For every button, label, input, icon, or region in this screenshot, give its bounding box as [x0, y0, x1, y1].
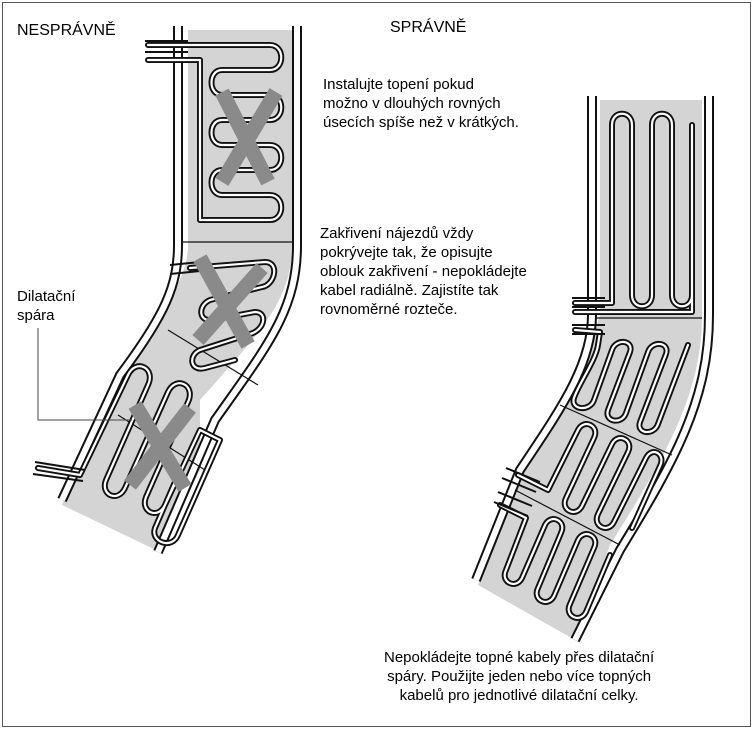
- wrong-cross-mark-1: [215, 88, 283, 186]
- correct-middle-cable: [570, 327, 691, 435]
- correct-lead-wires: [493, 297, 605, 517]
- no-crossing-note: Nepokládejte topné kabely přes dilatační…: [384, 649, 655, 704]
- correct-heading: SPRÁVNĚ: [390, 19, 467, 36]
- correct-upper-cable: [572, 110, 695, 315]
- straight-runs-note: Instalujte topení pokud možno v dlouhých…: [323, 76, 519, 131]
- correct-lowermid-cable: [515, 421, 665, 531]
- expansion-joint-label: Dilatační spára: [17, 288, 76, 324]
- wrong-lower-cable: [35, 363, 223, 547]
- correct-bottom-cable: [497, 502, 613, 621]
- wrong-cross-mark-2: [192, 254, 268, 349]
- wrong-layout: [32, 26, 302, 554]
- wrong-left-rail: [57, 26, 183, 503]
- wrong-cross-mark-3: [124, 401, 196, 492]
- wrong-right-rail: [153, 26, 302, 554]
- wrong-upper-cable: [145, 42, 285, 223]
- joint-leader-line: [37, 328, 132, 421]
- wrong-heading: NESPRÁVNĚ: [17, 22, 116, 39]
- curve-note: Zakřivení nájezdů vždy pokrývejte tak, ž…: [320, 225, 527, 318]
- correct-layout: [471, 96, 714, 643]
